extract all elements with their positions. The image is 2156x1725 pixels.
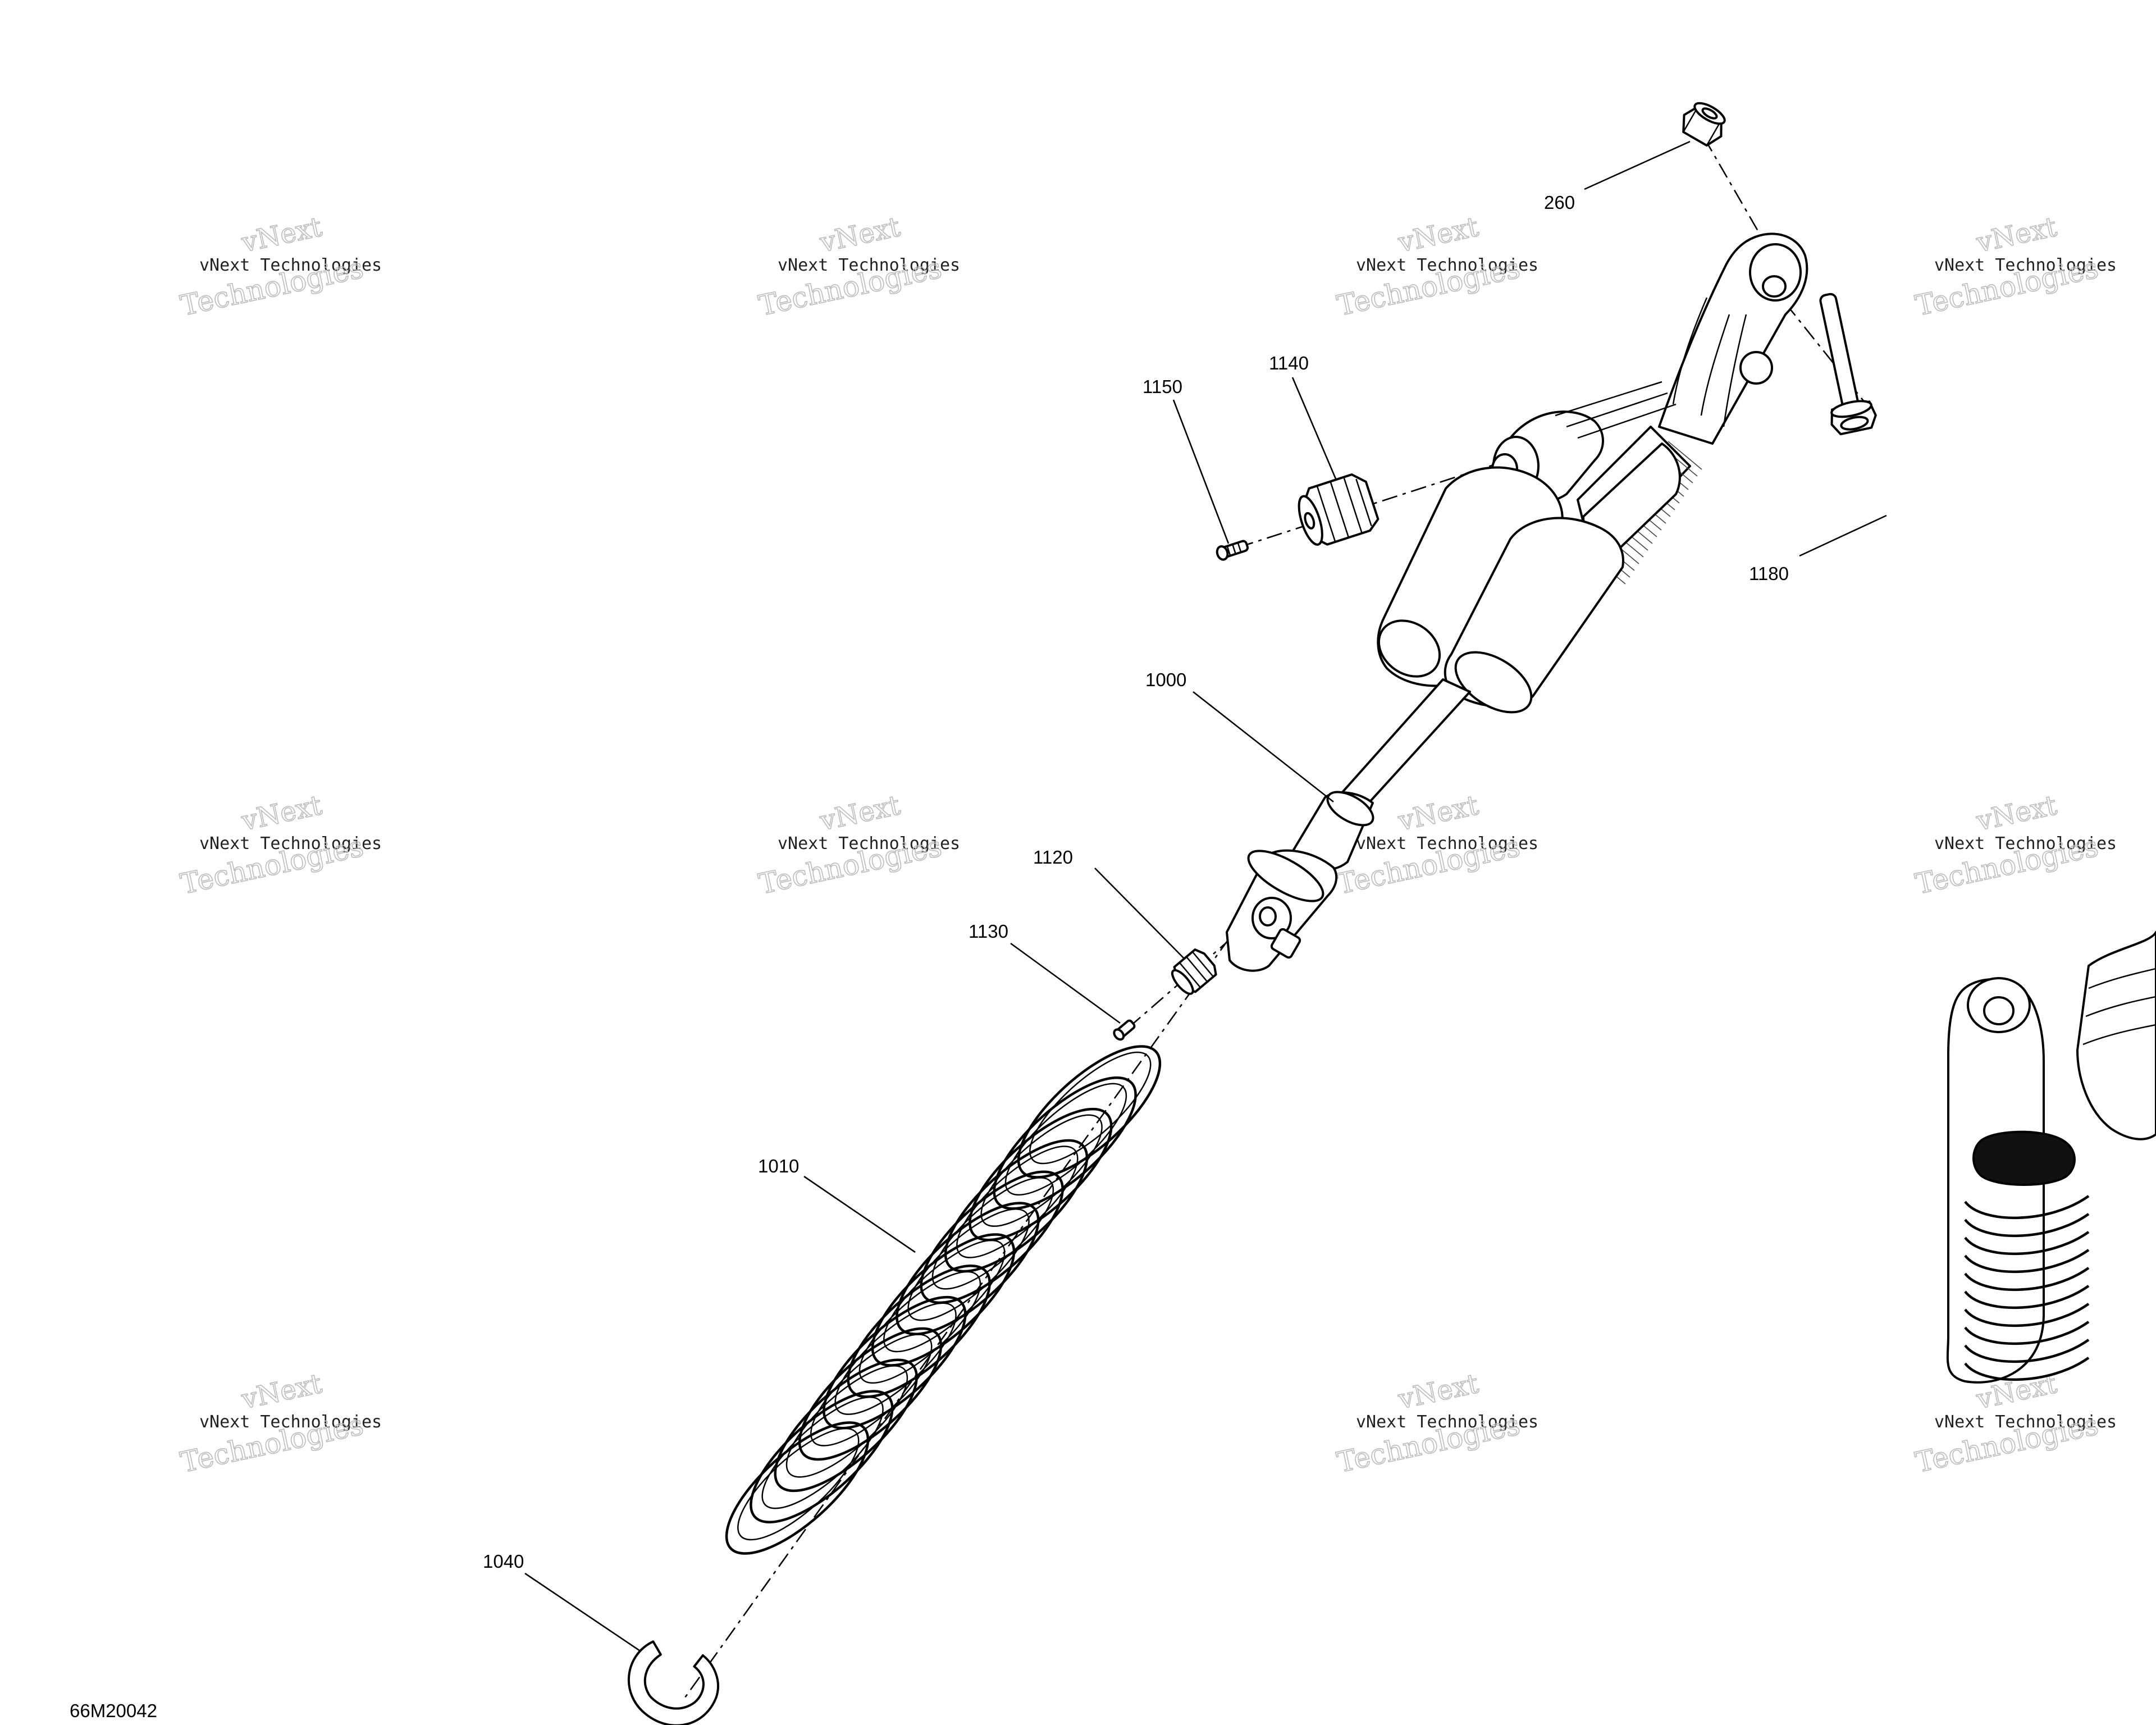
callout-1140: 1140 xyxy=(1269,353,1309,373)
spring-coil xyxy=(896,1202,1040,1335)
watermark-text: vNext xyxy=(1395,1368,1481,1416)
spring-coil xyxy=(823,1295,967,1430)
bolt-1180[interactable] xyxy=(1805,290,1878,436)
callout-labels: 260 1150 1140 1180 1000 1120 1130 1010 1… xyxy=(483,192,1789,1572)
assembled-coil xyxy=(1964,1213,2090,1238)
assembled-coil xyxy=(1964,1303,2090,1327)
watermark-text: vNext Technologies xyxy=(1934,1412,2117,1432)
assembled-coil xyxy=(1964,1249,2090,1274)
leader-1010 xyxy=(803,1175,916,1253)
adjuster-knob-1120[interactable] xyxy=(1167,947,1219,998)
leader-1040 xyxy=(524,1572,641,1652)
spring-coil xyxy=(847,1265,991,1398)
leader-lines xyxy=(524,140,1887,1652)
leader-1120 xyxy=(1094,868,1185,960)
watermark-text: vNext Technologies xyxy=(199,255,382,275)
watermark-text: vNext xyxy=(239,1368,325,1416)
screw-1130[interactable] xyxy=(1112,1019,1136,1041)
watermark-text: vNext xyxy=(1395,211,1481,259)
assembled-coil xyxy=(1964,1285,2090,1309)
spring-coil xyxy=(871,1233,1016,1367)
assembled-coil xyxy=(1964,1321,2090,1345)
callout-260: 260 xyxy=(1544,192,1575,213)
assembled-spring-coils xyxy=(1964,1195,2090,1381)
watermark-text: vNext xyxy=(1974,790,2059,837)
drawing-number: 66M20042 xyxy=(70,1700,157,1721)
spring-coil xyxy=(725,1421,870,1555)
centerline-bolt-1180 xyxy=(1784,303,1876,416)
spring-coil-inner xyxy=(1029,1051,1152,1165)
thread-line xyxy=(1668,441,1702,470)
watermark-text: vNext xyxy=(1974,211,2059,259)
callout-1150: 1150 xyxy=(1143,376,1182,397)
spring-coil xyxy=(774,1358,918,1493)
assembled-coil xyxy=(1964,1231,2090,1256)
assembled-shock-view xyxy=(1946,931,2156,1384)
spring-coil-inner xyxy=(761,1396,884,1509)
callout-1040: 1040 xyxy=(483,1551,524,1572)
leader-1150 xyxy=(1172,399,1230,544)
spring-coil xyxy=(993,1076,1137,1210)
watermark-text: vNext xyxy=(239,790,325,837)
shock-absorber-1000[interactable] xyxy=(1226,232,1808,972)
assembled-coil xyxy=(1964,1195,2090,1220)
callout-1120: 1120 xyxy=(1033,847,1073,868)
watermark-text: vNext Technologies xyxy=(778,834,960,854)
leader-1000 xyxy=(1193,691,1334,803)
retainer-clip-1040[interactable] xyxy=(611,1623,733,1725)
spring-coil xyxy=(750,1390,894,1523)
leader-260 xyxy=(1584,140,1691,190)
watermark-text: vNext xyxy=(239,211,325,259)
leader-1130 xyxy=(1010,942,1121,1024)
watermark-text: vNext Technologies xyxy=(1934,255,2117,275)
watermark-text: vNext Technologies xyxy=(1356,834,1538,854)
assembled-coil xyxy=(1964,1357,2090,1381)
callout-1130: 1130 xyxy=(969,921,1008,942)
callout-1010: 1010 xyxy=(758,1156,799,1176)
watermark-text: vNext Technologies xyxy=(199,834,382,854)
spring-coil-inner xyxy=(737,1427,860,1541)
spring-coil xyxy=(920,1170,1064,1304)
screw-1150[interactable] xyxy=(1216,539,1249,561)
coil-spring-1010[interactable] xyxy=(707,1026,1180,1574)
watermark-text: vNext Technologies xyxy=(199,1412,382,1432)
watermark-text: vNext Technologies xyxy=(1356,1412,1538,1432)
leader-1140 xyxy=(1291,377,1337,481)
watermark-text: vNext xyxy=(1395,790,1481,837)
callout-1180: 1180 xyxy=(1749,563,1789,584)
nut-260[interactable] xyxy=(1677,97,1732,149)
watermark-text: vNext xyxy=(817,790,903,837)
spring-coil xyxy=(798,1327,943,1461)
spring-coil xyxy=(969,1107,1113,1242)
watermark-text: vNext Technologies xyxy=(1356,255,1538,275)
watermark-text: vNext xyxy=(817,211,903,259)
spring-coil xyxy=(944,1139,1089,1273)
watermark-text: vNext Technologies xyxy=(1934,834,2117,854)
assembled-coil xyxy=(1964,1339,2090,1363)
adjuster-knob-1140[interactable] xyxy=(1292,471,1381,550)
assembled-coil xyxy=(1964,1267,2090,1292)
callout-1000: 1000 xyxy=(1145,669,1186,690)
watermark-text: vNext Technologies xyxy=(778,255,960,275)
leader-1180 xyxy=(1799,514,1887,557)
spring-coil xyxy=(1017,1045,1162,1179)
